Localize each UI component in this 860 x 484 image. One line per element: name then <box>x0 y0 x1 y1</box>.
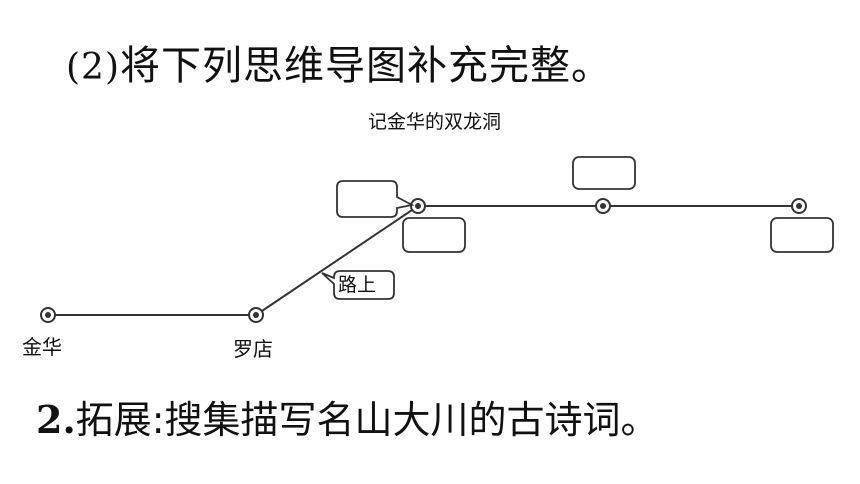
node-luodian <box>248 307 264 323</box>
route-label-callout <box>321 270 395 300</box>
blank-box-2[interactable] <box>402 217 466 253</box>
diagram-title: 记金华的双龙洞 <box>368 111 502 133</box>
station-label-jinhua: 金华 <box>22 335 62 359</box>
extension-colon: : <box>151 398 165 442</box>
extension-task: 2.拓展:搜集描写名山大川的古诗词。 <box>36 392 659 448</box>
node-cave-3 <box>791 198 807 214</box>
route-label-text: 路上 <box>338 274 377 296</box>
question-2: (2)将下列思维导图补充完整。 <box>66 38 612 96</box>
extension-number: 2. <box>36 397 76 442</box>
extension-text: 搜集描写名山大川的古诗词。 <box>164 398 659 442</box>
question-2-number: (2) <box>66 47 120 88</box>
blank-box-1[interactable] <box>336 180 415 218</box>
node-jinhua <box>40 307 56 323</box>
question-2-text: 将下列思维导图补充完整。 <box>120 43 612 89</box>
blank-box-4[interactable] <box>770 217 834 253</box>
node-cave-1 <box>410 198 426 214</box>
node-cave-2 <box>595 198 611 214</box>
station-label-luodian: 罗店 <box>233 337 273 361</box>
blank-box-3[interactable] <box>572 156 636 190</box>
extension-prefix: 拓展 <box>75 398 152 442</box>
route-line-luodian-cave <box>255 205 419 316</box>
